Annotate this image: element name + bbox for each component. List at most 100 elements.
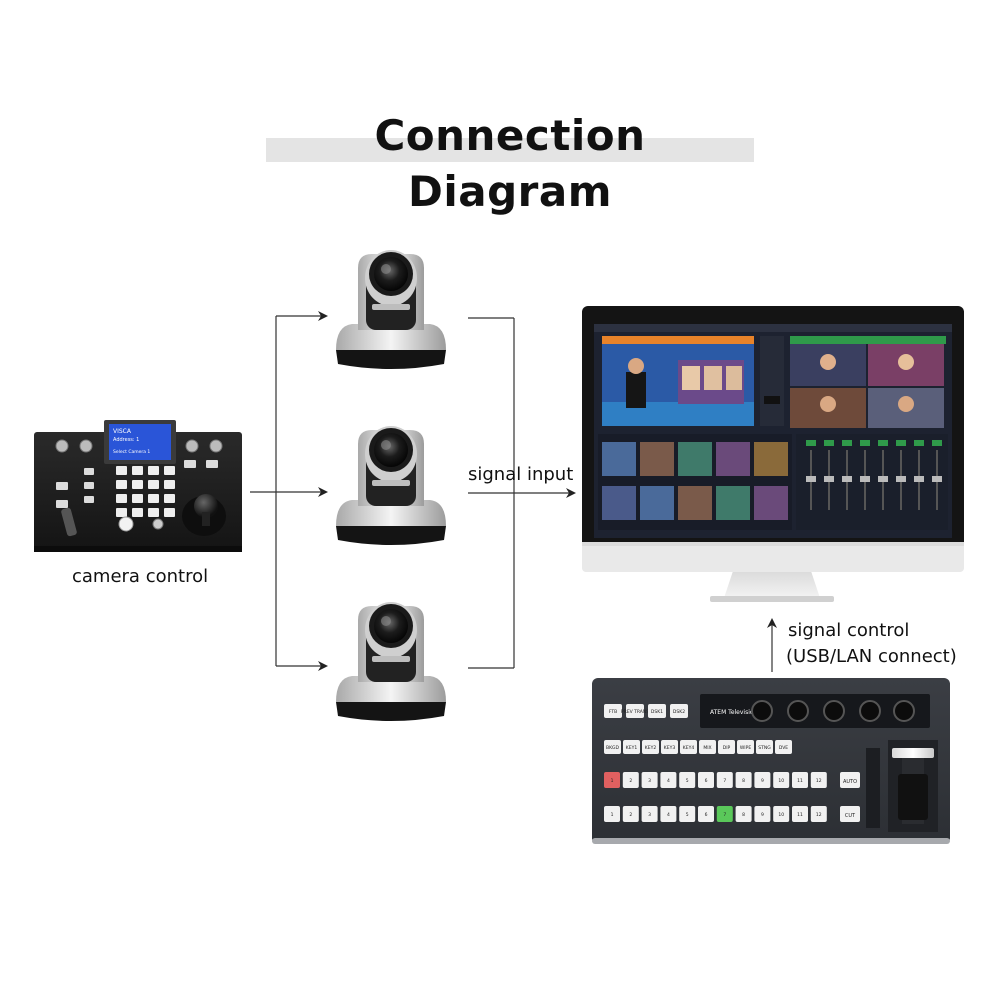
switcher-function-button[interactable]: DSK2 — [670, 704, 688, 718]
switcher-transition-button[interactable]: DVE — [775, 740, 792, 754]
fader-knob — [878, 476, 888, 482]
switcher-transition-button[interactable]: MIX — [699, 740, 716, 754]
preview-bus-button-label: 9 — [761, 812, 764, 818]
switcher-function-button[interactable]: PREV TRANS — [621, 704, 649, 718]
preview-bus-button[interactable]: 6 — [698, 806, 714, 822]
knob-icon[interactable] — [185, 439, 199, 453]
dial-icon[interactable] — [152, 518, 164, 530]
program-bus-button[interactable]: 6 — [698, 772, 714, 788]
preview-bus-button-label: 10 — [778, 812, 784, 818]
keypad-key[interactable] — [164, 508, 175, 517]
switcher-transition-button[interactable]: BKGD — [604, 740, 621, 754]
controller-button[interactable] — [84, 468, 94, 475]
keypad-key[interactable] — [148, 480, 159, 489]
controller-button[interactable] — [206, 460, 218, 468]
fader-cap — [806, 440, 816, 446]
switcher-transition-button[interactable]: KEY2 — [642, 740, 659, 754]
program-bus-button[interactable]: 2 — [622, 772, 639, 788]
switcher-transition-button-label: BKGD — [606, 745, 620, 751]
switcher-brand: ATEM Television — [710, 709, 758, 716]
program-bus-button[interactable]: 7 — [716, 772, 733, 788]
dial-icon[interactable] — [118, 516, 134, 532]
switcher-transition-button[interactable]: KEY4 — [680, 740, 697, 754]
keypad-key[interactable] — [132, 466, 143, 475]
keypad-key[interactable] — [148, 494, 159, 503]
switcher-transition-button-label: WIPE — [740, 745, 751, 751]
keypad-key[interactable] — [148, 508, 159, 517]
switcher-function-button[interactable]: DSK1 — [648, 704, 666, 718]
program-bus-button[interactable]: 11 — [792, 772, 808, 788]
controller-keypad[interactable] — [116, 466, 175, 517]
t-bar-fader[interactable] — [866, 740, 938, 832]
keypad-key[interactable] — [132, 508, 143, 517]
controller-button[interactable] — [56, 500, 68, 508]
program-bus-button[interactable]: 5 — [679, 772, 696, 788]
title-block: Connection Diagram — [266, 108, 754, 216]
cut-button[interactable]: CUT — [840, 806, 860, 822]
switcher-transition-button[interactable]: DIP — [718, 740, 735, 754]
keypad-key[interactable] — [164, 494, 175, 503]
controller-button[interactable] — [84, 496, 94, 503]
rotary-knob-icon[interactable] — [893, 700, 915, 722]
rotary-knob-icon[interactable] — [751, 700, 773, 722]
program-bus-button-label: 2 — [629, 778, 632, 784]
preview-bus-button[interactable]: 9 — [754, 806, 771, 822]
switcher-transition-button-label: KEY3 — [664, 745, 676, 751]
program-bus-button[interactable]: 12 — [810, 772, 827, 788]
keypad-key[interactable] — [116, 466, 127, 475]
preview-bus-button[interactable]: 3 — [641, 806, 658, 822]
keypad-key[interactable] — [116, 494, 127, 503]
rotary-knob-icon[interactable] — [859, 700, 881, 722]
fader-knob — [860, 476, 870, 482]
program-bus-button-label: 6 — [705, 778, 708, 784]
rotary-knob-icon[interactable] — [823, 700, 845, 722]
knob-icon[interactable] — [209, 439, 223, 453]
preview-bus-button[interactable]: 7 — [716, 806, 733, 822]
zoom-rocker[interactable] — [61, 507, 78, 537]
controller-button[interactable] — [84, 482, 94, 489]
keypad-key[interactable] — [116, 508, 127, 517]
controller-button[interactable] — [184, 460, 196, 468]
signal-control-label: signal control — [788, 620, 910, 641]
program-bus-button[interactable]: 1 — [604, 772, 620, 788]
keypad-key[interactable] — [148, 466, 159, 475]
preview-bus-button[interactable]: 2 — [622, 806, 639, 822]
preview-bus-button[interactable]: 4 — [660, 806, 677, 822]
monitor — [582, 306, 964, 602]
controller-button[interactable] — [56, 482, 68, 490]
preview-bus-button[interactable]: 10 — [773, 806, 790, 822]
preview-bus-button[interactable]: 5 — [679, 806, 696, 822]
program-bus-button-label: 5 — [686, 778, 689, 784]
joystick[interactable] — [182, 494, 226, 536]
signal-control-sublabel: (USB/LAN connect) — [786, 646, 957, 667]
keypad-key[interactable] — [164, 480, 175, 489]
program-bus-button-label: 12 — [816, 778, 822, 784]
program-bus-button[interactable]: 3 — [641, 772, 658, 788]
switcher-function-button[interactable]: FTB — [604, 704, 622, 718]
program-bus-button[interactable]: 8 — [735, 772, 752, 788]
program-bus-button[interactable]: 10 — [773, 772, 790, 788]
keypad-key[interactable] — [132, 494, 143, 503]
keypad-key[interactable] — [164, 466, 175, 475]
rotary-knob-icon[interactable] — [787, 700, 809, 722]
knob-icon[interactable] — [55, 439, 69, 453]
keypad-key[interactable] — [132, 480, 143, 489]
thumbnail — [640, 442, 674, 476]
auto-button[interactable]: AUTO — [840, 772, 860, 788]
switcher-transition-button[interactable]: STNG — [756, 740, 773, 754]
ptz-camera-2 — [336, 426, 446, 545]
switcher-transition-button[interactable]: WIPE — [737, 740, 754, 754]
keypad-key[interactable] — [116, 480, 127, 489]
fader-cap — [914, 440, 924, 446]
knob-icon[interactable] — [79, 439, 93, 453]
preview-bus-button[interactable]: 12 — [810, 806, 827, 822]
preview-bus-button[interactable]: 11 — [792, 806, 808, 822]
preview-bus-button[interactable]: 8 — [735, 806, 752, 822]
program-bus-button[interactable]: 9 — [754, 772, 771, 788]
program-bus-button[interactable]: 4 — [660, 772, 677, 788]
preview-bus-button-label: 1 — [611, 812, 614, 818]
preview-bus-button[interactable]: 1 — [604, 806, 620, 822]
switcher-transition-button[interactable]: KEY3 — [661, 740, 678, 754]
switcher-transition-button[interactable]: KEY1 — [623, 740, 640, 754]
auto-button-label: AUTO — [843, 779, 857, 785]
